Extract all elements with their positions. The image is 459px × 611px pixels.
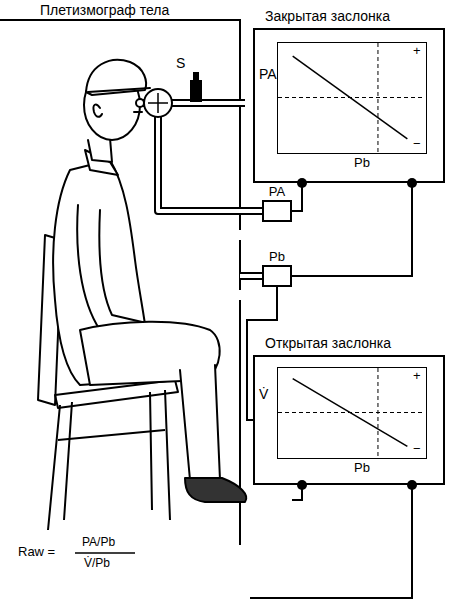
axis-label: Pb	[354, 156, 370, 170]
signal-wire	[247, 287, 277, 420]
scope-screen	[277, 42, 427, 154]
node-heading: PA	[269, 185, 285, 199]
axis-label: −	[413, 137, 421, 151]
oscilloscope: Открытая заслонкаV̇Pb+−	[253, 355, 445, 485]
diagram-title: Плетизмограф тела	[40, 3, 169, 18]
node-heading: Закрытая заслонка	[265, 9, 390, 24]
formula-denominator: V̇/Pb	[84, 557, 110, 570]
scope-screen	[277, 367, 427, 459]
axis-label: Pb	[354, 461, 370, 475]
axis-label: PA	[259, 67, 277, 82]
oscilloscope: Закрытая заслонкаPAPb+−	[253, 28, 445, 183]
node-heading: Открытая заслонка	[265, 336, 391, 351]
shutter-label: S	[176, 56, 185, 71]
signal-wire	[292, 183, 412, 276]
formula-text: Raw =	[18, 545, 55, 559]
pressure-transducer: PA	[262, 200, 292, 222]
axis-label: −	[413, 442, 421, 456]
trace	[278, 368, 425, 457]
pressure-transducer: Pb	[262, 265, 292, 287]
axis-label: V̇	[259, 387, 268, 402]
node-heading: Pb	[269, 250, 285, 264]
formula-numerator: PA/Pb	[82, 536, 115, 549]
signal-wire	[292, 183, 302, 211]
trace	[278, 43, 425, 152]
axis-label: +	[413, 369, 421, 383]
axis-label: +	[413, 44, 421, 58]
